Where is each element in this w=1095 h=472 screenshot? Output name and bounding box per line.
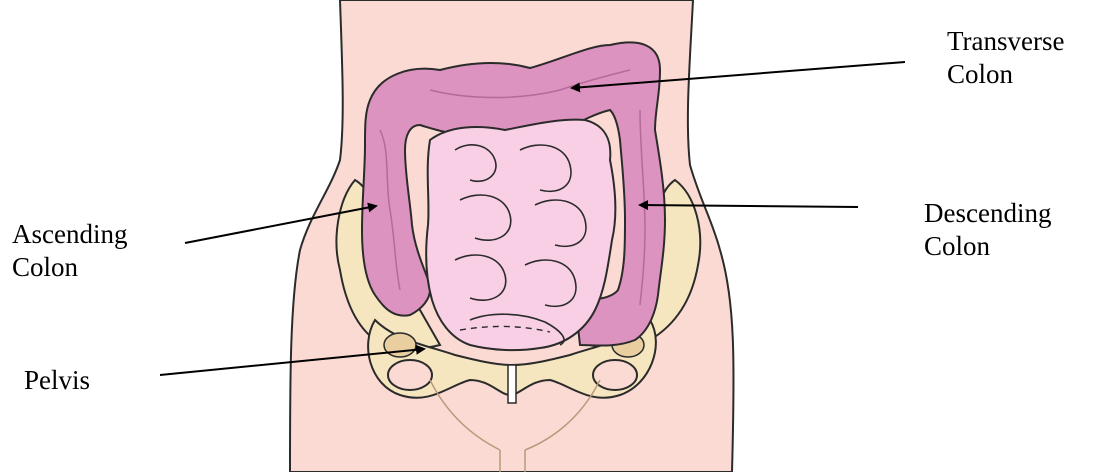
label-descending-colon: Descending Colon — [924, 197, 1051, 263]
label-ascending-line2: Colon — [12, 251, 127, 284]
pubic-symphysis — [508, 365, 516, 403]
obturator-foramen-left — [388, 360, 432, 390]
label-transverse-colon: Transverse Colon — [947, 25, 1065, 91]
label-pelvis: Pelvis — [24, 364, 90, 397]
label-descending-line2: Colon — [924, 230, 1051, 263]
label-ascending-colon: Ascending Colon — [12, 218, 127, 284]
label-pelvis-line1: Pelvis — [24, 364, 90, 397]
label-transverse-line2: Colon — [947, 58, 1065, 91]
label-ascending-line1: Ascending — [12, 218, 127, 251]
label-transverse-line1: Transverse — [947, 25, 1065, 58]
label-descending-line1: Descending — [924, 197, 1051, 230]
obturator-foramen-right — [593, 360, 637, 390]
